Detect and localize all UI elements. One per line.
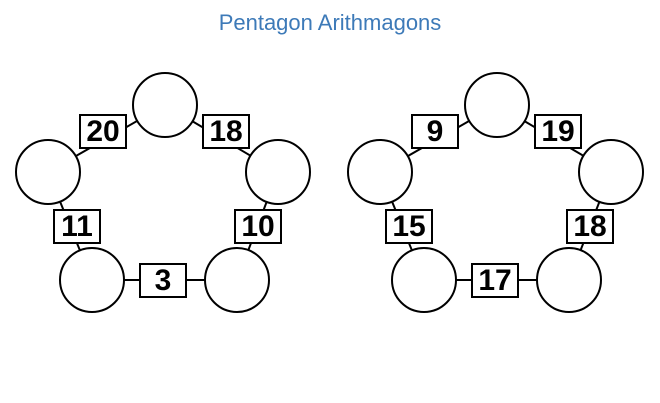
edge-value: 18 — [573, 210, 606, 243]
edge-box-left: 15 — [385, 209, 433, 244]
vertex-circle-bottom-right[interactable] — [204, 247, 270, 313]
edge-value: 10 — [241, 210, 274, 243]
edge-value: 17 — [478, 264, 511, 297]
vertex-circle-right[interactable] — [245, 139, 311, 205]
edge-box-left: 11 — [53, 209, 101, 244]
edge-value: 15 — [392, 210, 425, 243]
vertex-circle-left[interactable] — [15, 139, 81, 205]
edge-value: 11 — [61, 210, 93, 243]
pentagon-puzzle-2: 9 19 18 17 15 — [347, 72, 644, 313]
vertex-circle-left[interactable] — [347, 139, 413, 205]
edge-box-top-right: 18 — [202, 114, 250, 149]
vertex-circle-bottom-left[interactable] — [391, 247, 457, 313]
edge-box-top-right: 19 — [534, 114, 582, 149]
vertex-circle-bottom-right[interactable] — [536, 247, 602, 313]
page-title: Pentagon Arithmagons — [218, 10, 442, 35]
vertex-circle-top[interactable] — [464, 72, 530, 138]
vertex-circle-top[interactable] — [132, 72, 198, 138]
edge-box-right: 18 — [566, 209, 614, 244]
edge-box-top-left: 9 — [411, 114, 459, 149]
edge-value: 9 — [427, 115, 444, 148]
edge-box-top-left: 20 — [79, 114, 127, 149]
edge-value: 19 — [541, 115, 574, 148]
vertex-circle-bottom-left[interactable] — [59, 247, 125, 313]
edge-box-right: 10 — [234, 209, 282, 244]
edge-box-bottom: 3 — [139, 263, 187, 298]
edge-box-bottom: 17 — [471, 263, 519, 298]
edge-value: 18 — [209, 115, 242, 148]
edge-value: 3 — [155, 264, 172, 297]
vertex-circle-right[interactable] — [578, 139, 644, 205]
edge-value: 20 — [86, 115, 119, 148]
pentagon-puzzle-1: 20 18 10 3 11 — [15, 72, 311, 313]
